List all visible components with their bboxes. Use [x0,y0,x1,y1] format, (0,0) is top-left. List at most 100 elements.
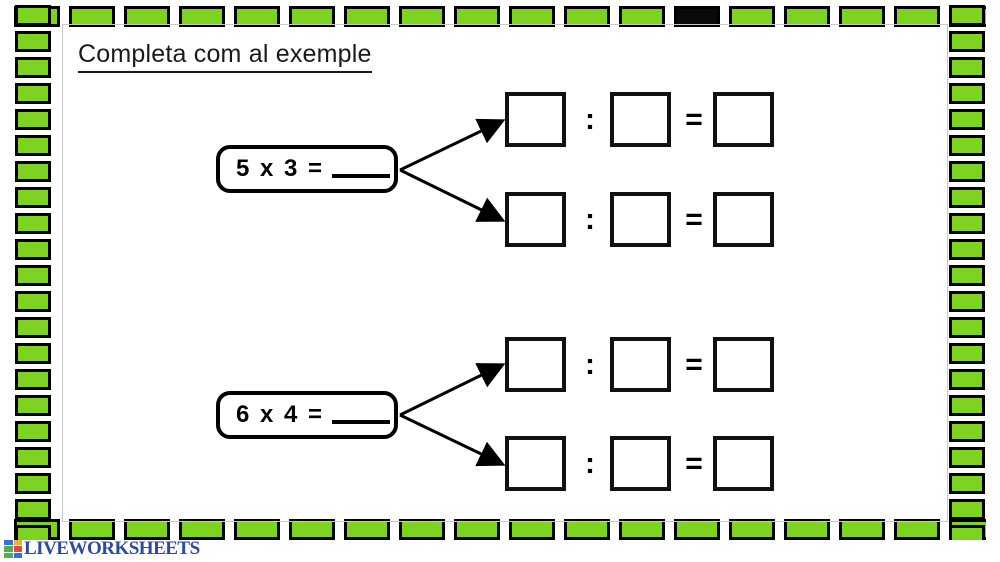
frame-block [15,187,51,208]
frame-block [234,518,280,540]
frame-block [344,518,390,540]
frame-block [949,57,985,78]
frame-block [674,518,720,540]
separator-colon-2a: : [585,348,595,381]
frame-block [784,5,830,27]
page-title: Completa com al exemple [78,40,372,73]
frame-block [619,5,665,27]
frame-block [894,5,940,27]
answer-box-2b-1[interactable] [505,436,566,491]
equation-answer-blank-1[interactable] [332,160,391,178]
frame-block [15,31,51,52]
frame-block [15,525,51,540]
frame-block [15,265,51,286]
frame-block [949,265,985,286]
answer-box-1a-1[interactable] [505,92,566,147]
frame-block [729,518,775,540]
equation-text-1: 5 x 3 = [236,155,325,182]
frame-block [69,518,115,540]
frame-block [124,5,170,27]
frame-block [949,291,985,312]
separator-equals-2a: = [685,348,703,381]
frame-block-dark [674,5,720,27]
answer-box-2a-2[interactable] [610,337,671,392]
frame-block [15,395,51,416]
separator-equals-1a: = [685,103,703,136]
frame-block [949,83,985,104]
frame-block [949,31,985,52]
frame-block [15,239,51,260]
watermark-text: LIVEWORKSHEETS [24,538,200,559]
frame-block [564,518,610,540]
frame-block [15,499,51,520]
frame-block [949,135,985,156]
frame-block [509,518,555,540]
answer-box-1b-1[interactable] [505,192,566,247]
frame-block [15,291,51,312]
separator-equals-2b: = [685,447,703,480]
frame-block [344,5,390,27]
answer-box-2a-3[interactable] [713,337,774,392]
frame-block [949,369,985,390]
frame-block [509,5,555,27]
frame-block [15,369,51,390]
frame-block [839,518,885,540]
frame-block [949,525,985,540]
frame-block [949,239,985,260]
equation-pill-1: 5 x 3 = [216,145,398,193]
frame-block [949,161,985,182]
frame-block [15,5,51,26]
frame-block [15,421,51,442]
frame-block [949,499,985,520]
separator-colon-1a: : [585,103,595,136]
frame-block [179,5,225,27]
page-inner-border [62,24,948,522]
frame-band-top [14,5,986,27]
frame-block [15,473,51,494]
frame-block [949,395,985,416]
equation-answer-blank-2[interactable] [332,406,391,424]
frame-block [949,421,985,442]
frame-block [15,343,51,364]
frame-block [15,161,51,182]
frame-block [399,518,445,540]
answer-box-1b-3[interactable] [713,192,774,247]
frame-block [784,518,830,540]
frame-block [949,447,985,468]
liveworksheets-watermark: LIVEWORKSHEETS [4,538,200,560]
answer-box-1a-3[interactable] [713,92,774,147]
equation-pill-2: 6 x 4 = [216,391,398,439]
frame-block [619,518,665,540]
frame-block [949,317,985,338]
frame-block [949,187,985,208]
frame-block [399,5,445,27]
frame-block [15,109,51,130]
answer-box-1a-2[interactable] [610,92,671,147]
answer-box-2b-3[interactable] [713,436,774,491]
frame-block [839,5,885,27]
separator-colon-2b: : [585,447,595,480]
answer-box-2a-1[interactable] [505,337,566,392]
frame-block [454,5,500,27]
frame-band-left [14,5,52,540]
frame-block [289,5,335,27]
frame-block [124,518,170,540]
liveworksheets-logo-icon [4,540,22,558]
frame-block [894,518,940,540]
frame-block [454,518,500,540]
frame-block [234,5,280,27]
frame-block [15,135,51,156]
frame-block [949,5,985,26]
frame-block [15,213,51,234]
frame-block [15,57,51,78]
frame-band-right [948,5,986,540]
frame-block [69,5,115,27]
frame-block [949,109,985,130]
frame-band-bottom [14,518,986,540]
frame-block [15,317,51,338]
equation-text-2: 6 x 4 = [236,401,325,428]
frame-block [949,343,985,364]
answer-box-1b-2[interactable] [610,192,671,247]
answer-box-2b-2[interactable] [610,436,671,491]
